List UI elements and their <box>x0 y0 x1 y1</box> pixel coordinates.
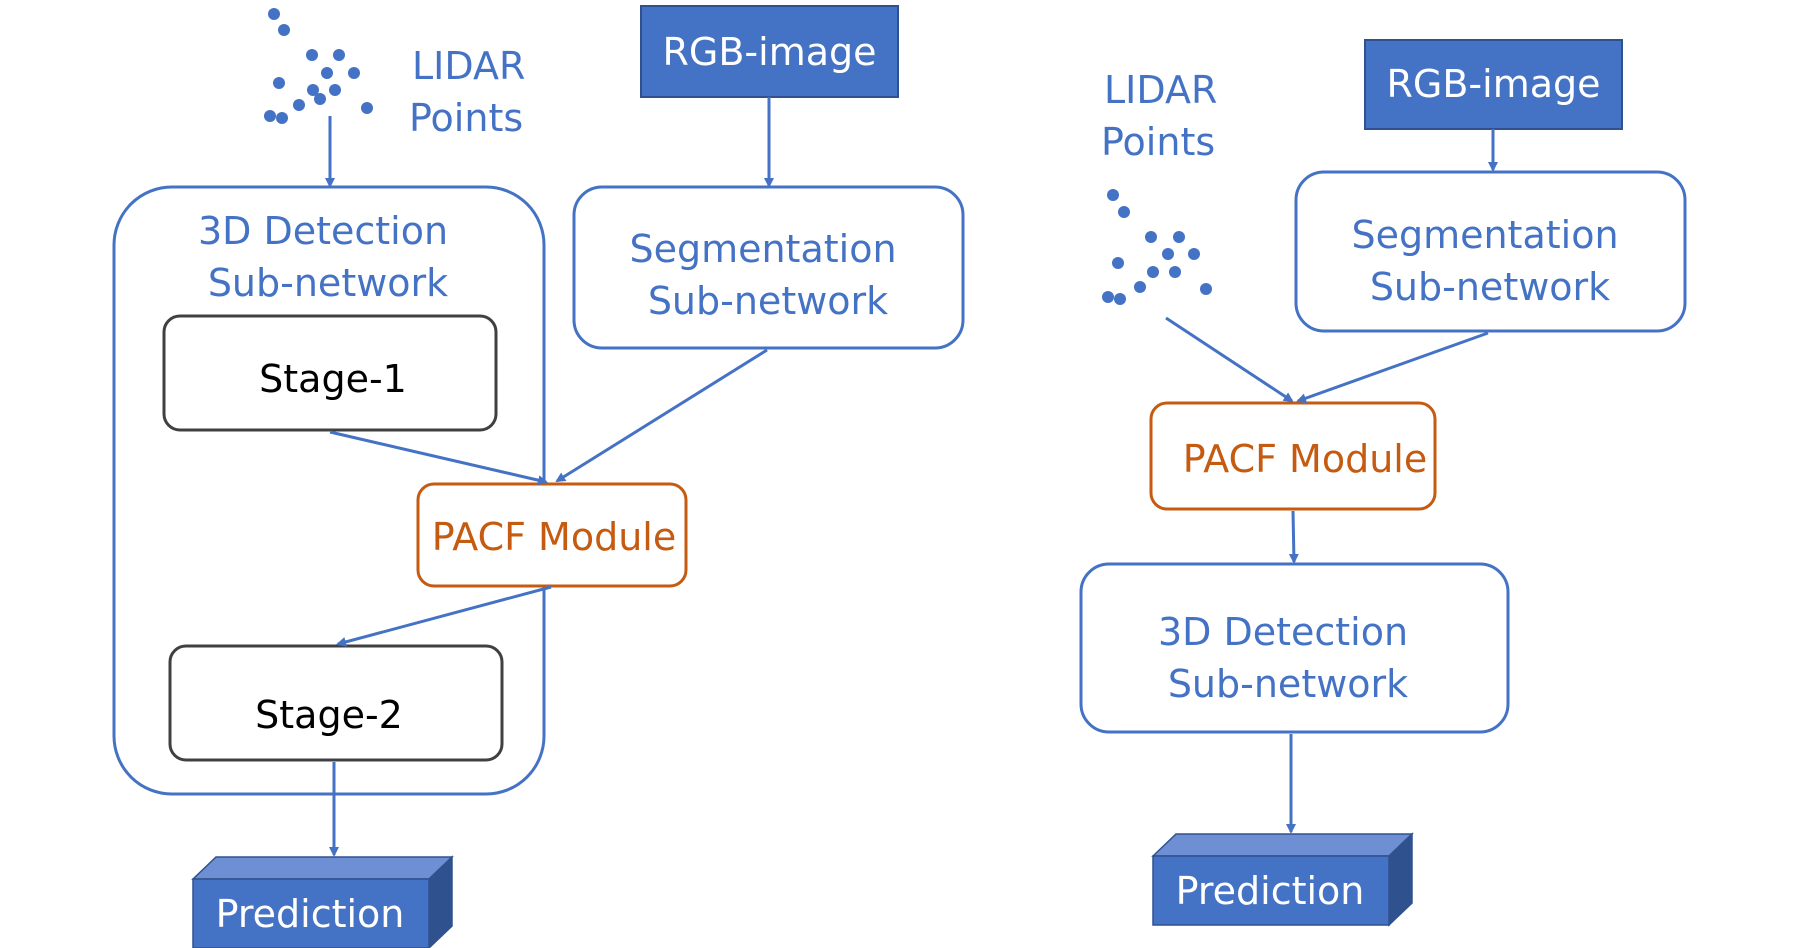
stage-2-box <box>168 644 504 762</box>
stage-2-label: Stage-2 <box>255 693 403 737</box>
right-rgb-image-box <box>1364 39 1623 130</box>
right-pacf-module-label: PACF Module <box>1183 437 1427 481</box>
left-detection-title-line2: Sub-network <box>208 261 448 305</box>
left-pacf-module-box <box>416 482 688 588</box>
right-segmentation-subnetwork-box <box>1294 170 1687 333</box>
left-lidar-label-line1: LIDAR <box>412 44 525 88</box>
right-arrow-pacf-to-detection <box>1288 510 1299 564</box>
left-pacf-module-label: PACF Module <box>432 515 676 559</box>
right-detection-subnetwork-box <box>1079 562 1510 734</box>
right-arrow-lidar-to-pacf <box>1165 316 1294 403</box>
right-lidar-point-cloud-icon <box>1102 189 1212 305</box>
left-prediction-block <box>191 855 454 948</box>
right-prediction-label: Prediction <box>1176 869 1365 913</box>
left-lidar-point-cloud-icon <box>264 8 373 124</box>
right-segmentation-label-line1: Segmentation <box>1351 213 1618 257</box>
left-segmentation-label-line1: Segmentation <box>629 227 896 271</box>
left-rgb-image-box <box>640 5 899 98</box>
left-rgb-image-label: RGB-image <box>663 30 877 74</box>
right-segmentation-label-line2: Sub-network <box>1370 265 1610 309</box>
left-segmentation-label-line2: Sub-network <box>648 279 888 323</box>
left-lidar-label-line2: Points <box>409 96 523 140</box>
right-lidar-label-line1: LIDAR <box>1104 68 1217 112</box>
right-detection-label-line2: Sub-network <box>1168 662 1408 706</box>
stage-1-box <box>162 314 498 432</box>
left-diagram: LIDAR Points RGB-image 3D Detection Sub-… <box>112 5 965 948</box>
left-arrow-segmentation-to-pacf <box>555 348 768 483</box>
left-arrow-pacf-to-stage2 <box>336 585 552 647</box>
right-pacf-module-box <box>1149 401 1437 511</box>
right-lidar-label-line2: Points <box>1101 120 1215 164</box>
right-arrow-segmentation-to-pacf <box>1296 331 1489 404</box>
right-rgb-image-label: RGB-image <box>1387 62 1601 106</box>
left-prediction-label: Prediction <box>216 892 405 936</box>
right-diagram: LIDAR Points RGB-image Segmentation Sub-… <box>1079 39 1687 927</box>
right-prediction-block <box>1151 832 1414 927</box>
right-detection-label-line1: 3D Detection <box>1158 610 1408 654</box>
left-arrow-stage1-to-pacf <box>329 430 548 486</box>
left-detection-title-line1: 3D Detection <box>198 209 448 253</box>
stage-1-label: Stage-1 <box>259 357 407 401</box>
